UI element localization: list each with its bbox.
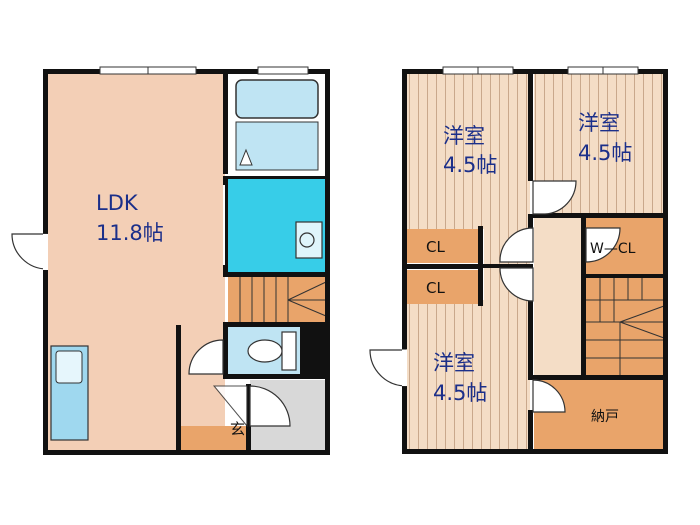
door-bath (239, 148, 253, 166)
kitchen-sink (55, 350, 83, 384)
room-s-floor (406, 300, 530, 449)
room-ne-label: 洋室 (578, 111, 620, 135)
toilet-tank (281, 331, 297, 371)
storage-label: 納戸 (591, 409, 619, 425)
door-hall (188, 339, 224, 375)
door-room-s-west (369, 349, 407, 387)
door-wcl (585, 227, 621, 263)
door-room-nw-hall (499, 227, 534, 263)
closet-bottom-label: CL (426, 279, 445, 297)
room-nw-label: 洋室 (443, 124, 485, 148)
room-nw-floor (406, 73, 530, 229)
room-ne-size-label: 4.5帖 (578, 141, 632, 165)
washbasin-bowl (299, 232, 315, 248)
walk-in-closet-label: W—CL (590, 241, 636, 257)
second-floor (369, 66, 668, 454)
door-storage (532, 379, 566, 413)
first-floor (11, 66, 330, 455)
closet-top-label: CL (426, 238, 445, 256)
toilet-wall-dark (300, 326, 326, 376)
entrance-label: 玄 (230, 420, 245, 438)
window-bath (257, 66, 309, 75)
stair-treads-1f (239, 277, 327, 323)
stair-treads-2f (586, 278, 665, 378)
door-ldk-west (11, 233, 48, 270)
ldk-label: LDK (96, 191, 139, 215)
closet-bottom (406, 270, 480, 304)
door-room-ne (532, 180, 577, 215)
room-s-label: 洋室 (433, 351, 475, 375)
ldk-size-label: 11.8帖 (96, 221, 164, 245)
entrance-floor (180, 426, 248, 450)
bathtub (235, 79, 319, 119)
hallway-2f (534, 218, 582, 376)
door-entrance (249, 385, 291, 427)
walls-2f (402, 69, 668, 454)
room-nw-size-label: 4.5帖 (443, 153, 497, 177)
closet-top (406, 229, 480, 263)
door-room-s-hall (499, 267, 534, 302)
door-entrance-swing (212, 385, 248, 428)
room-s-size-label: 4.5帖 (433, 381, 487, 405)
stairs-2f (586, 278, 664, 378)
toilet-bowl (247, 339, 283, 363)
